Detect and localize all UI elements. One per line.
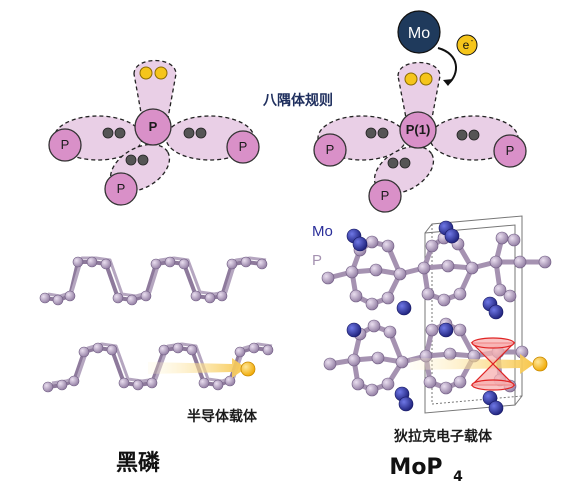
bond-electron-pairs	[102, 127, 207, 166]
dirac-carrier-label: 狄拉克电子载体	[393, 428, 493, 445]
mop4-title-subscript: 4	[453, 469, 463, 485]
mop4-title: MoP 4	[389, 455, 463, 485]
dirac-cone-icon	[470, 337, 516, 391]
octet-diagram-right: Mo e - P(1) P	[313, 10, 527, 213]
p-label: P	[381, 188, 390, 203]
mo-donor-atom: Mo	[397, 10, 441, 54]
lone-pair-top	[404, 72, 433, 86]
p-label: P	[61, 137, 70, 152]
semiconductor-carrier-label: 半导体载体	[187, 408, 258, 425]
phosphorus-atom: P	[493, 134, 527, 168]
phosphorus-atom: P	[313, 133, 347, 167]
black-phosphorus-title: 黑磷	[116, 451, 160, 476]
p-label: P	[506, 143, 515, 158]
p1-central-label: P(1)	[406, 122, 431, 137]
phosphorus-atom: P	[48, 128, 82, 162]
mop4-title-base: MoP	[389, 455, 442, 480]
carrier-electron	[532, 356, 548, 372]
legend-p-label: P	[312, 252, 322, 269]
legend-mo-label: Mo	[312, 223, 333, 240]
mop4-mo-atoms	[346, 220, 504, 416]
phosphorus-atom: P(1)	[399, 111, 437, 149]
phosphorus-atom: P	[104, 172, 138, 206]
p-central-label: P	[149, 119, 158, 134]
electron-charge-label: -	[471, 36, 474, 45]
electron-label: e	[463, 38, 470, 52]
bond-electron-pairs	[365, 127, 480, 169]
arrow-head-icon	[443, 79, 453, 86]
black-phosphorus-structure: 半导体载体	[39, 256, 274, 425]
phosphorus-atom: P	[134, 108, 172, 146]
mop4-structure: Mo P	[312, 215, 552, 445]
p-label: P	[326, 142, 335, 157]
bp-atoms	[39, 256, 274, 393]
mop4-p-atoms	[321, 231, 552, 397]
electron-marker: e -	[456, 34, 478, 56]
lone-pair-top	[139, 66, 168, 80]
p-label: P	[239, 139, 248, 154]
carrier-electron	[240, 361, 256, 377]
phosphorus-atom: P	[368, 179, 402, 213]
semiconductor-carrier-arrow	[148, 358, 256, 378]
dirac-carrier-arrow	[410, 354, 548, 374]
p-label: P	[117, 181, 126, 196]
electron-transfer-arrow	[437, 47, 457, 85]
octet-diagram-left: P P P P	[48, 60, 260, 206]
octet-rule-label: 八隅体规则	[262, 92, 333, 109]
phosphorus-atom: P	[226, 130, 260, 164]
mo-donor-label: Mo	[408, 25, 430, 42]
